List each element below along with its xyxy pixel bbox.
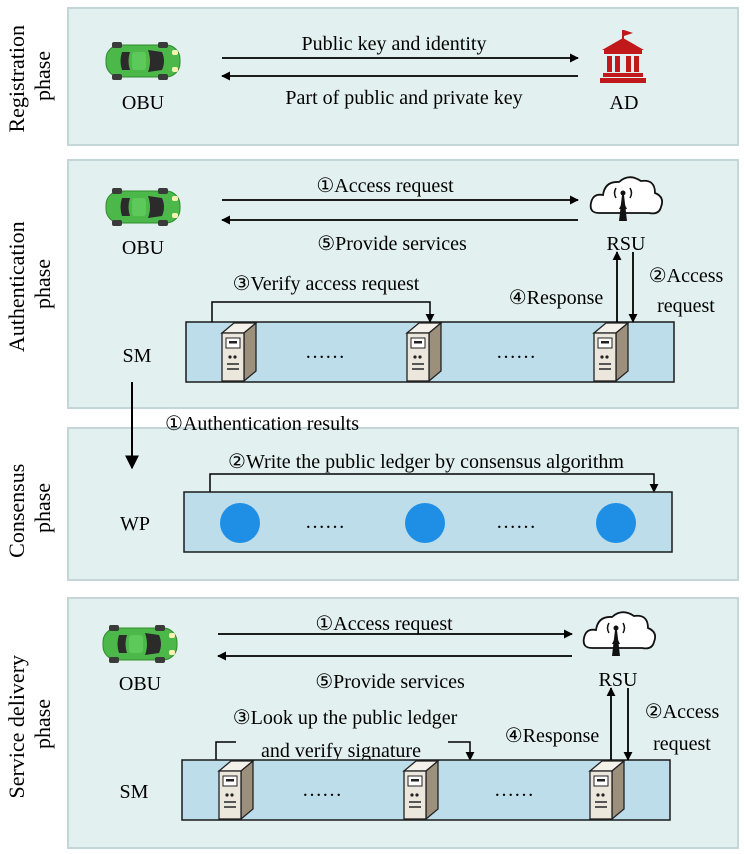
arrow-write-ledger (209, 473, 659, 493)
msg-public-key-identity: Public key and identity (302, 33, 487, 55)
rsu-label: RSU (607, 233, 646, 255)
wp-label: WP (120, 513, 150, 535)
circle-node-icon (405, 503, 445, 543)
msg-verify-signature: and verify signature (261, 740, 421, 762)
dots: …… (496, 341, 536, 363)
obu-label: OBU (119, 673, 162, 695)
server-icon (403, 760, 439, 820)
msg-access-request-2b: request (657, 295, 715, 317)
dots: …… (305, 511, 345, 533)
msg-access-request: ①Access request (316, 175, 454, 197)
server-icon (406, 322, 442, 382)
server-icon (589, 760, 625, 820)
server-icon (593, 322, 629, 382)
dots: …… (305, 341, 345, 363)
dots: …… (496, 511, 536, 533)
circle-node-icon (220, 503, 260, 543)
msg-verify-access: ③Verify access request (233, 273, 420, 295)
label-backdrop (236, 738, 448, 760)
dots: …… (302, 779, 342, 801)
car-icon (105, 187, 181, 227)
server-icon (221, 322, 257, 382)
msg-access-request-2b: request (653, 733, 711, 755)
car-icon (105, 41, 181, 81)
obu-label: OBU (122, 92, 165, 114)
msg-response: ④Response (505, 725, 600, 747)
arrow-verify-access (211, 301, 435, 323)
msg-response: ④Response (509, 287, 604, 309)
msg-part-keys: Part of public and private key (285, 87, 522, 109)
car-icon (102, 624, 178, 664)
consensus-phase-label: Consensus phase (4, 458, 55, 558)
circle-node-icon (596, 503, 636, 543)
sm-label: SM (120, 781, 149, 803)
msg-provide-services: ⑤Provide services (315, 671, 465, 693)
authentication-phase-label: Authentication phase (4, 216, 55, 352)
msg-auth-results: ①Authentication results (165, 413, 359, 435)
ad-label: AD (610, 92, 639, 114)
obu-label: OBU (122, 237, 165, 259)
msg-access-request-2: ②Access (645, 701, 720, 723)
msg-write-ledger: ②Write the public ledger by consensus al… (228, 451, 624, 473)
msg-lookup-ledger: ③Look up the public ledger (233, 707, 458, 729)
server-icon (218, 760, 254, 820)
registration-phase-label: Registration phase (4, 19, 55, 132)
service-phase-label: Service delivery phase (4, 649, 55, 798)
dots: …… (494, 779, 534, 801)
msg-access-request: ①Access request (315, 613, 453, 635)
msg-provide-services: ⑤Provide services (317, 233, 467, 255)
rsu-label: RSU (599, 669, 638, 691)
msg-access-request-2: ②Access (649, 265, 724, 287)
sm-label: SM (123, 345, 152, 367)
